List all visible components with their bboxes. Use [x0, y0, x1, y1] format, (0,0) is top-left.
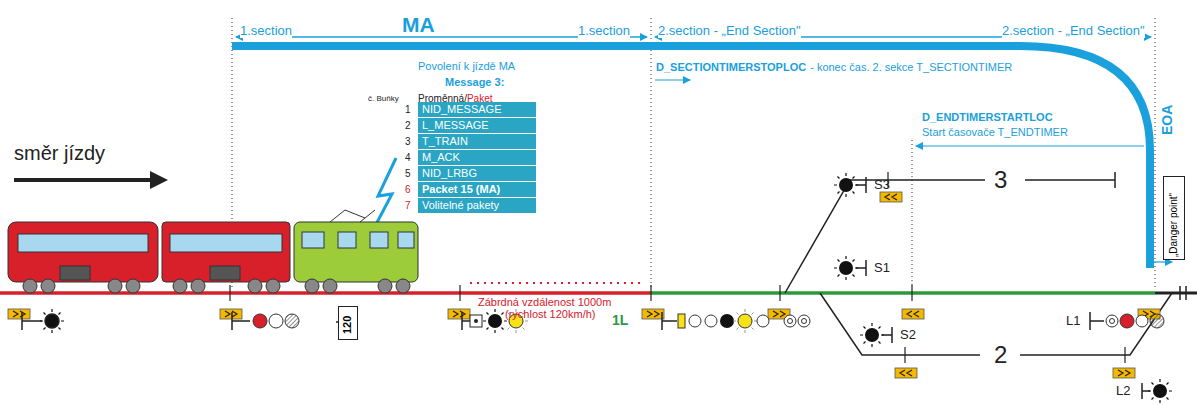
message-cell: M_ACK — [418, 150, 536, 166]
label: 2 — [994, 342, 1007, 368]
message-cell: L_MESSAGE — [418, 118, 536, 134]
label: 1.section — [578, 24, 630, 38]
label: D_ENDTIMERSTARTLOC — [922, 111, 1053, 123]
message-cell: T_TRAIN — [418, 134, 536, 150]
cell-text: NID_LRBG — [422, 167, 477, 179]
message-cell: NID_LRBG — [418, 166, 536, 182]
cell-number: 6 — [405, 184, 411, 195]
label: D_SECTIONTIMERSTOPLOC — [656, 61, 806, 73]
label: 2.section - „End Section" — [658, 24, 801, 38]
label: Zábrdná vzdálenost 1000m — [478, 296, 611, 308]
cell-number: 1 — [405, 104, 411, 115]
danger-point-box: „Danger point" — [1163, 176, 1185, 260]
message-cell: Volitelné pakety — [418, 198, 536, 214]
label: S1 — [874, 261, 890, 275]
cell-number: 4 — [405, 152, 411, 163]
label: směr jízdy — [14, 142, 105, 164]
label: Paket — [467, 93, 493, 104]
label: (rychlost 120km/h) — [505, 308, 595, 320]
cell-text: L_MESSAGE — [422, 119, 489, 131]
label: 1L — [612, 313, 628, 328]
cell-number: 3 — [405, 136, 411, 147]
label: 1.section — [240, 24, 292, 38]
label: Message 3: — [445, 76, 504, 88]
label: MA — [402, 13, 435, 36]
cell-text: M_ACK — [422, 151, 460, 163]
label: - konec čas. 2. sekce T_SECTIONTIMER — [810, 61, 1012, 73]
box-text: 120 — [341, 316, 353, 334]
label: Start časovače T_ENDTIMER — [922, 126, 1068, 138]
message-cell: NID_MESSAGE — [418, 102, 536, 118]
label: S2 — [900, 328, 916, 342]
label: S3 — [874, 178, 890, 192]
cell-number: 2 — [405, 120, 411, 131]
cell-number: 5 — [405, 168, 411, 179]
cell-text: T_TRAIN — [422, 135, 468, 147]
label: 3 — [994, 167, 1007, 193]
box-text: „Danger point" — [1168, 193, 1179, 257]
eoa-label: EOA — [1160, 105, 1175, 135]
label: č. Buňky — [368, 95, 399, 104]
label: L2 — [1116, 384, 1130, 398]
cell-number: 7 — [405, 200, 411, 211]
label: L1 — [1066, 314, 1080, 328]
message-cell: Packet 15 (MA) — [418, 182, 536, 198]
cell-text: Volitelné pakety — [422, 199, 499, 211]
label: 2.section - „End Section" — [1002, 24, 1145, 38]
cell-text: NID_MESSAGE — [422, 103, 501, 115]
label: Proměnná/ — [418, 93, 467, 104]
speed-sign: 120 — [338, 306, 358, 340]
cell-text: Packet 15 (MA) — [422, 183, 500, 195]
label: Povolení k jízdě MA — [418, 60, 515, 72]
